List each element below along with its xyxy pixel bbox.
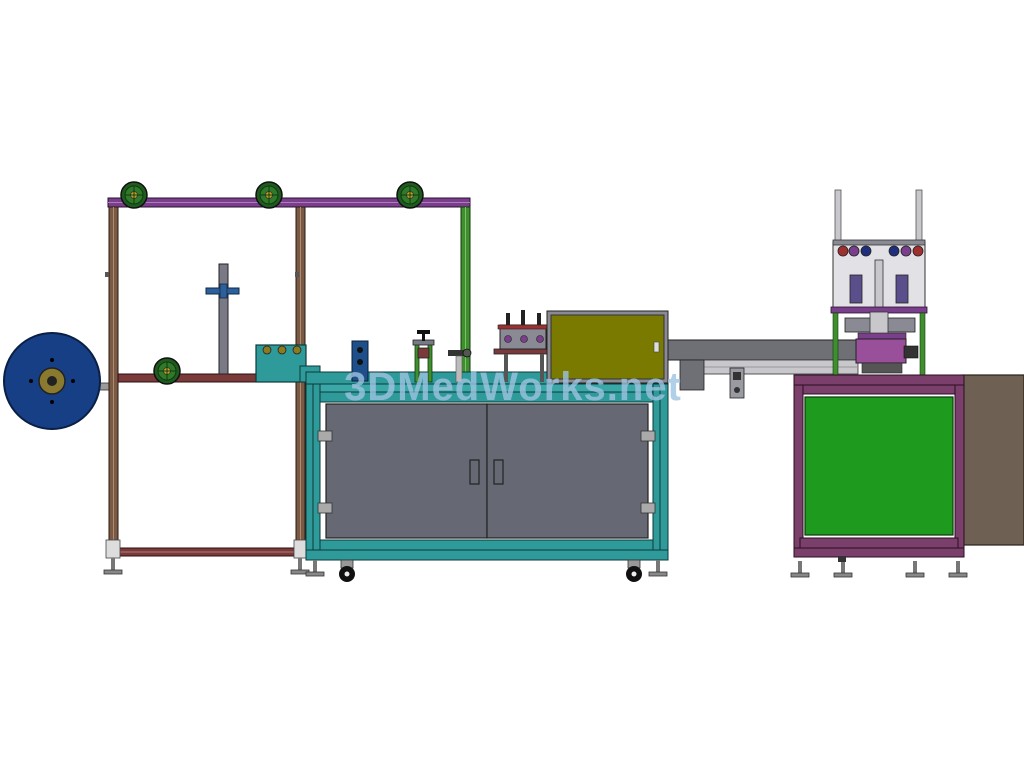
control-box <box>546 310 669 384</box>
main-cabinet <box>305 371 669 583</box>
roller-icon <box>120 181 148 209</box>
green-panel <box>804 396 954 536</box>
conveyor <box>667 339 859 399</box>
roller-icon <box>396 181 424 209</box>
welding-station <box>830 189 928 376</box>
caster-wheel-icon <box>338 559 356 583</box>
roller-icon <box>255 181 283 209</box>
door-handle-icon <box>493 459 504 485</box>
right-base-cabinet <box>790 374 1024 578</box>
control-box-latch-icon <box>653 341 660 353</box>
caster-wheel-icon <box>625 559 643 583</box>
side-box <box>961 374 1024 546</box>
roller-icon <box>153 357 181 385</box>
cabinet-door-left <box>325 403 488 539</box>
cabinet-door-right <box>486 403 649 539</box>
material-reel <box>3 332 111 430</box>
guide-rod <box>218 263 229 375</box>
door-handle-icon <box>469 459 480 485</box>
cabinet-top-units <box>351 310 549 383</box>
watermark-text: 3DMedWorks.net <box>344 365 682 409</box>
